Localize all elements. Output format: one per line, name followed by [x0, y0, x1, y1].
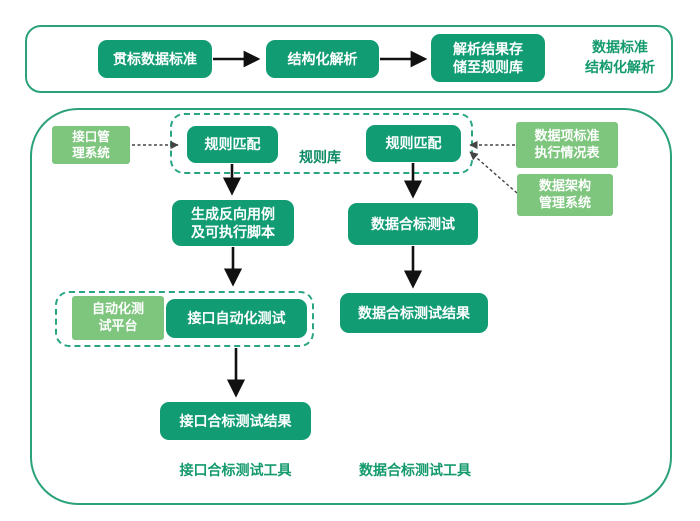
node-auto-test-platform: 自动化测 试平台 [72, 296, 164, 340]
node-label-line1: 生成反向用例 [191, 205, 275, 222]
node-interface-mgmt-system: 接口管 理系统 [52, 126, 130, 164]
node-label-line2: 理系统 [72, 146, 110, 160]
label-data-standard-parsing: 数据标准 结构化解析 [566, 37, 674, 78]
node-implement-data-standard: 贯标数据标准 [98, 40, 212, 78]
node-label-line1: 自动化测 [91, 301, 144, 317]
node-rule-match-left: 规则匹配 [187, 126, 278, 163]
node-label-line2: 储至规则库 [453, 59, 523, 75]
node-rule-match-right: 规则匹配 [366, 125, 461, 162]
node-label-line1: 数据架构 [538, 178, 591, 194]
node-api-compliance-test-result: 接口合标测试结果 [160, 402, 311, 440]
side-label-line2: 结构化解析 [585, 59, 655, 76]
node-label: 贯标数据标准 [113, 50, 197, 67]
node-structured-parsing: 结构化解析 [266, 40, 379, 78]
node-label-line2: 执行情况表 [534, 145, 600, 160]
node-label-line2: 及可执行脚本 [191, 224, 275, 240]
node-api-auto-test: 接口自动化测试 [166, 299, 307, 338]
caption-api-compliance-test-tool: 接口合标测试工具 [179, 462, 292, 478]
node-data-compliance-test-result: 数据合标测试结果 [340, 293, 488, 333]
auto-test-dashed-group [55, 291, 314, 347]
node-label: 数据合标测试结果 [358, 304, 470, 321]
node-parse-result-store: 解析结果存 储至规则库 [431, 34, 545, 82]
node-label-line1: 接口管 [72, 129, 110, 144]
side-label-line1: 数据标准 [592, 39, 648, 55]
node-label-line1: 解析结果存 [453, 40, 523, 57]
node-label: 接口合标测试结果 [179, 412, 292, 429]
node-label-line2: 管理系统 [538, 195, 591, 210]
node-label-line1: 数据项标准 [534, 128, 600, 144]
label-rule-library: 规则库 [299, 149, 341, 165]
node-label: 结构化解析 [287, 50, 358, 67]
node-data-compliance-test: 数据合标测试 [348, 203, 478, 245]
node-label: 规则匹配 [204, 136, 261, 153]
caption-data-compliance-test-tool: 数据合标测试工具 [359, 462, 471, 478]
node-generate-reverse-cases: 生成反向用例 及可执行脚本 [172, 200, 294, 246]
node-label: 规则匹配 [385, 135, 442, 152]
node-data-arch-mgmt-system: 数据架构 管理系统 [517, 174, 613, 216]
node-label-line2: 试平台 [98, 318, 138, 333]
node-label: 接口自动化测试 [187, 310, 286, 327]
node-data-item-standard-table: 数据项标准 执行情况表 [516, 122, 618, 168]
node-label: 数据合标测试 [371, 215, 455, 232]
